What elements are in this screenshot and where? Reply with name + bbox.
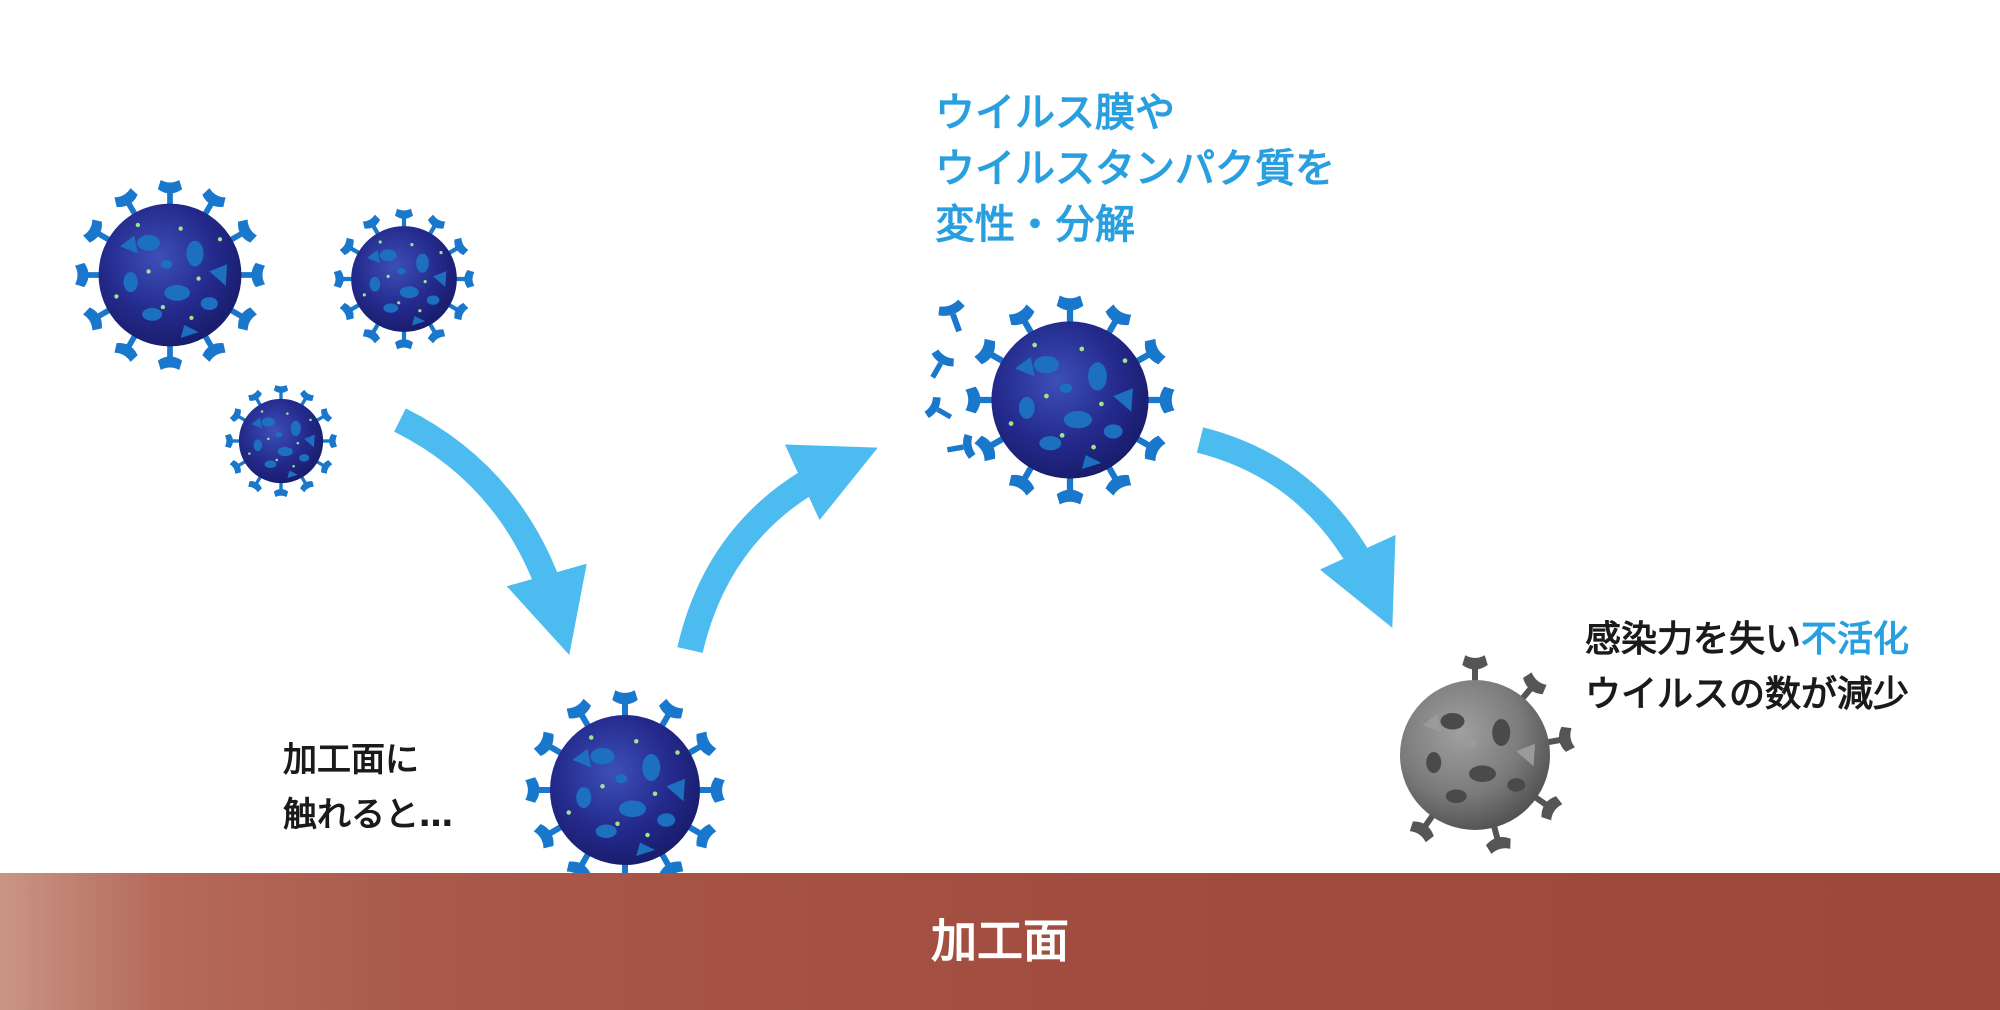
label-touch-line1: 加工面に: [283, 740, 419, 780]
label-inactivate-line1: 感染力を失い不活化: [1585, 612, 1909, 667]
label-inactivate-dark-part: 感染力を失い: [1585, 619, 1802, 660]
label-inactivate: 感染力を失い不活化 ウイルスの数が減少: [1585, 612, 1909, 722]
inactive-virus-icon: [1400, 655, 1575, 854]
label-denature: ウイルス膜や ウイルスタンパク質を 変性・分解: [935, 85, 1335, 253]
detached-spike-fragments: [922, 298, 976, 462]
label-inactivate-line2: ウイルスの数が減少: [1585, 674, 1910, 715]
virus-icon: [525, 690, 725, 890]
virus-icon: [75, 180, 265, 370]
label-inactivate-accent-part: 不活化: [1801, 619, 1910, 660]
virus-icon: [225, 385, 337, 497]
arrow-down-to-inactive: [1196, 427, 1396, 628]
label-touch-surface: 加工面に 触れると…: [283, 733, 453, 843]
label-touch-line2: 触れると…: [283, 795, 453, 835]
damaged-virus-icon: [966, 296, 1175, 505]
treated-surface: 加工面: [0, 873, 2000, 1010]
label-denature-line2: ウイルスタンパク質を: [935, 146, 1335, 192]
label-denature-line3: 変性・分解: [935, 202, 1135, 248]
virus-icon: [334, 209, 475, 350]
arrow-up-from-surface: [677, 444, 878, 653]
label-denature-line1: ウイルス膜や: [935, 90, 1175, 136]
surface-label: 加工面: [931, 914, 1069, 968]
arrow-down-to-surface: [394, 408, 587, 656]
